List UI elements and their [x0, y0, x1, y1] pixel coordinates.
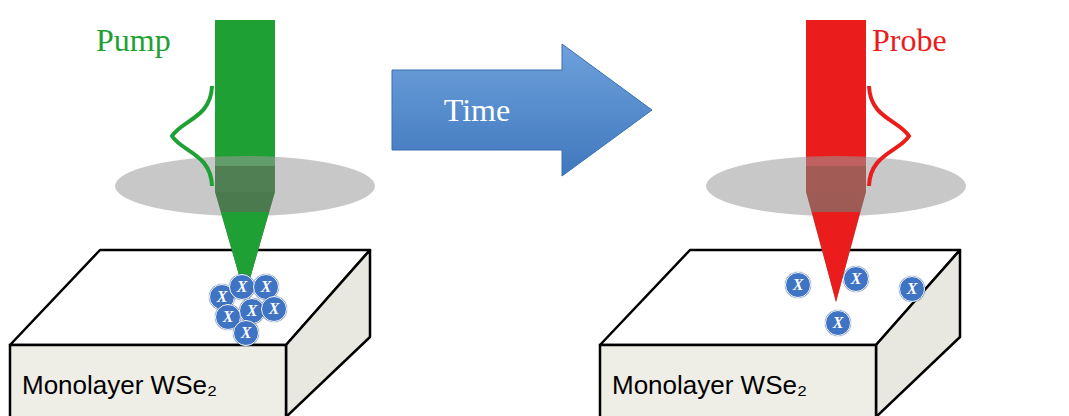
arrow-label: Time — [444, 92, 510, 129]
pump-beam-shaft — [215, 20, 275, 192]
probe-beam-cone — [812, 212, 860, 302]
slab-front-face — [600, 345, 876, 416]
substrate-slab: Monolayer WSe₂ X X X X — [598, 245, 970, 416]
probe-beam-shaft — [806, 20, 866, 192]
exciton-label: X — [793, 277, 804, 293]
pump-beam-cone — [221, 212, 269, 296]
probe-pulse — [869, 86, 909, 186]
exciton-label: X — [851, 271, 862, 287]
slab-side-face — [876, 250, 960, 416]
exciton-label: X — [241, 325, 252, 341]
exciton: X — [899, 276, 925, 302]
exciton-label: X — [261, 279, 272, 295]
exciton: X — [843, 266, 869, 292]
block-arrow — [390, 40, 655, 180]
exciton-label: X — [223, 309, 234, 325]
exciton-label: X — [907, 281, 918, 297]
probe-beam-shaft-lower — [806, 166, 866, 192]
exciton-label: X — [217, 289, 228, 305]
exciton: X — [229, 274, 255, 300]
pump-pulse — [172, 86, 212, 186]
beam-label: Pump — [96, 22, 171, 59]
substrate-slab: Monolayer WSe₂XXXXXXX — [8, 245, 380, 416]
beam-label: Probe — [872, 22, 947, 59]
exciton: X — [825, 310, 851, 336]
slab-side-face — [286, 250, 370, 416]
pump-beam-cone-upper — [215, 192, 275, 296]
exciton: X — [233, 320, 259, 346]
slab-front-face — [10, 345, 286, 416]
exciton-label: X — [247, 303, 258, 319]
exciton: X — [785, 272, 811, 298]
probe-beam-cone-upper — [806, 192, 866, 302]
slab-label: Monolayer WSe₂ — [22, 370, 217, 401]
exciton-label: X — [833, 315, 844, 331]
pump-beam-shaft-lower — [215, 166, 275, 192]
exciton: X — [261, 296, 287, 322]
exciton-label: X — [237, 279, 248, 295]
exciton-label: X — [269, 301, 280, 317]
time-arrow: Time — [390, 40, 655, 180]
slab-label: Monolayer WSe₂ — [612, 370, 807, 401]
arrow-body — [392, 44, 652, 176]
